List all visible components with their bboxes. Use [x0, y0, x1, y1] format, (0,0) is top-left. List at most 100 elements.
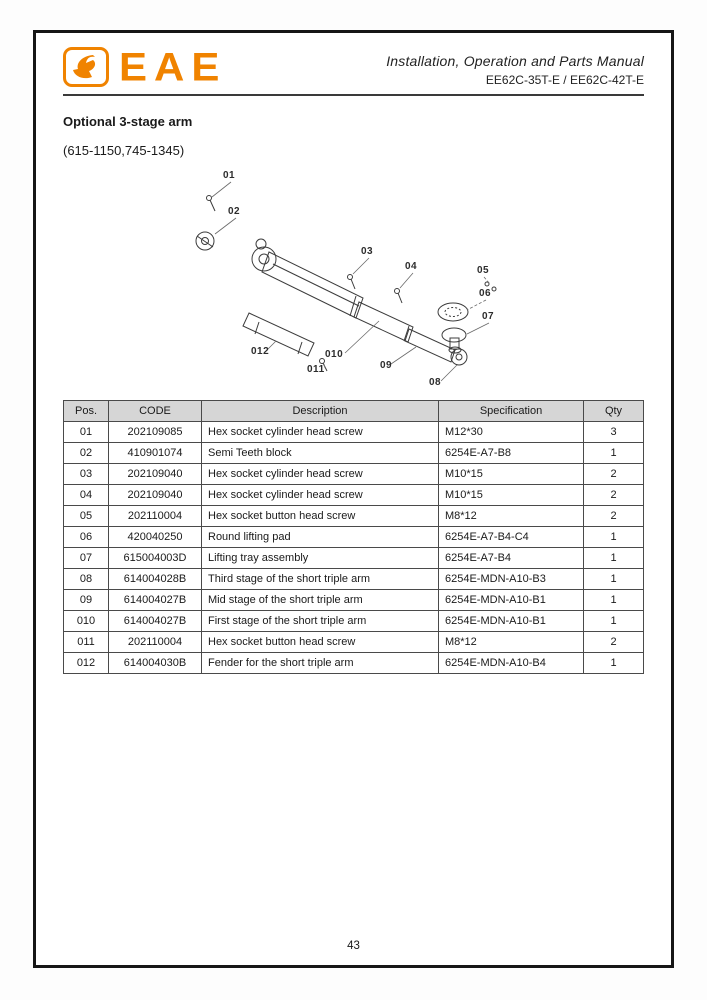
eae-logo: EAE [63, 47, 226, 87]
cell-qty: 2 [583, 484, 644, 506]
cell-code: 615004003D [108, 547, 202, 569]
cell-pos: 02 [63, 442, 109, 464]
cell-specification: 6254E-MDN-A10-B4 [438, 652, 584, 674]
cell-pos: 08 [63, 568, 109, 590]
parts-table: Pos. CODE Description Specification Qty … [63, 400, 644, 674]
section-title: Optional 3-stage arm [63, 114, 193, 129]
table-row: 04 202109040 Hex socket cylinder head sc… [63, 484, 644, 506]
cell-description: Hex socket button head screw [201, 505, 439, 527]
cell-pos: 06 [63, 526, 109, 548]
cell-code: 420040250 [108, 526, 202, 548]
callout-04: 04 [405, 261, 418, 272]
cell-qty: 1 [583, 547, 644, 569]
section-range: (615-1150,745-1345) [63, 143, 185, 158]
header-description: Description [201, 400, 439, 422]
cell-qty: 2 [583, 631, 644, 653]
page-header: EAE Installation, Operation and Parts Ma… [63, 33, 644, 96]
manual-models: EE62C-35T-E / EE62C-42T-E [485, 73, 644, 87]
exploded-diagram-drawing [195, 181, 497, 382]
cell-pos: 012 [63, 652, 109, 674]
header-qty: Qty [583, 400, 644, 422]
cell-qty: 1 [583, 442, 644, 464]
callout-02: 02 [228, 206, 241, 217]
callout-01: 01 [223, 170, 236, 181]
exploded-diagram: 01 02 03 04 05 06 07 08 09 010 011 012 [63, 164, 643, 396]
cell-specification: 6254E-MDN-A10-B1 [438, 589, 584, 611]
table-row: 01 202109085 Hex socket cylinder head sc… [63, 421, 644, 443]
cell-specification: 6254E-A7-B8 [438, 442, 584, 464]
cell-code: 202109040 [108, 484, 202, 506]
cell-code: 202109085 [108, 421, 202, 443]
cell-pos: 04 [63, 484, 109, 506]
table-row: 011 202110004 Hex socket button head scr… [63, 631, 644, 653]
cell-code: 202110004 [108, 505, 202, 527]
callout-011: 011 [307, 364, 325, 375]
cell-specification: 6254E-A7-B4-C4 [438, 526, 584, 548]
callout-010: 010 [325, 349, 344, 360]
cell-description: Semi Teeth block [201, 442, 439, 464]
cell-specification: 6254E-MDN-A10-B1 [438, 610, 584, 632]
table-row: 05 202110004 Hex socket button head scre… [63, 505, 644, 527]
cell-description: First stage of the short triple arm [201, 610, 439, 632]
logo-text: EAE [119, 44, 227, 89]
table-row: 08 614004028B Third stage of the short t… [63, 568, 644, 590]
table-row: 03 202109040 Hex socket cylinder head sc… [63, 463, 644, 485]
cell-specification: 6254E-MDN-A10-B3 [438, 568, 584, 590]
parts-table-body: 01 202109085 Hex socket cylinder head sc… [63, 421, 644, 674]
table-row: 012 614004030B Fender for the short trip… [63, 652, 644, 674]
cell-qty: 2 [583, 505, 644, 527]
cell-code: 614004030B [108, 652, 202, 674]
cell-description: Hex socket cylinder head screw [201, 421, 439, 443]
cell-description: Hex socket cylinder head screw [201, 463, 439, 485]
cell-description: Round lifting pad [201, 526, 439, 548]
callout-03: 03 [361, 246, 374, 257]
cell-specification: M8*12 [438, 631, 584, 653]
cell-description: Lifting tray assembly [201, 547, 439, 569]
cell-code: 614004027B [108, 610, 202, 632]
header-code: CODE [108, 400, 202, 422]
cell-qty: 3 [583, 421, 644, 443]
cell-qty: 2 [583, 463, 644, 485]
table-row: 09 614004027B Mid stage of the short tri… [63, 589, 644, 611]
callout-07: 07 [482, 311, 495, 322]
cell-description: Mid stage of the short triple arm [201, 589, 439, 611]
cell-pos: 010 [63, 610, 109, 632]
manual-title: Installation, Operation and Parts Manual [386, 53, 644, 69]
table-row: 07 615004003D Lifting tray assembly 6254… [63, 547, 644, 569]
cell-specification: M8*12 [438, 505, 584, 527]
table-row: 010 614004027B First stage of the short … [63, 610, 644, 632]
cell-pos: 05 [63, 505, 109, 527]
flame-swoosh-icon [73, 55, 96, 79]
callout-012: 012 [251, 346, 270, 357]
cell-description: Hex socket cylinder head screw [201, 484, 439, 506]
cell-description: Hex socket button head screw [201, 631, 439, 653]
cell-specification: M10*15 [438, 484, 584, 506]
cell-pos: 011 [63, 631, 109, 653]
callout-05: 05 [477, 265, 490, 276]
cell-code: 614004028B [108, 568, 202, 590]
cell-code: 202109040 [108, 463, 202, 485]
cell-specification: M10*15 [438, 463, 584, 485]
cell-pos: 09 [63, 589, 109, 611]
cell-description: Fender for the short triple arm [201, 652, 439, 674]
callout-06: 06 [479, 288, 492, 299]
cell-pos: 07 [63, 547, 109, 569]
cell-qty: 1 [583, 610, 644, 632]
table-row: 06 420040250 Round lifting pad 6254E-A7-… [63, 526, 644, 548]
table-row: 02 410901074 Semi Teeth block 6254E-A7-B… [63, 442, 644, 464]
cell-qty: 1 [583, 568, 644, 590]
cell-description: Third stage of the short triple arm [201, 568, 439, 590]
header-pos: Pos. [63, 400, 109, 422]
header-specification: Specification [438, 400, 584, 422]
page-frame: EAE Installation, Operation and Parts Ma… [33, 30, 674, 968]
cell-qty: 1 [583, 526, 644, 548]
cell-specification: M12*30 [438, 421, 584, 443]
page-number: 43 [347, 940, 360, 952]
cell-specification: 6254E-A7-B4 [438, 547, 584, 569]
page-content: EAE Installation, Operation and Parts Ma… [36, 33, 671, 965]
cell-qty: 1 [583, 589, 644, 611]
cell-pos: 03 [63, 463, 109, 485]
cell-code: 202110004 [108, 631, 202, 653]
cell-code: 614004027B [108, 589, 202, 611]
cell-pos: 01 [63, 421, 109, 443]
